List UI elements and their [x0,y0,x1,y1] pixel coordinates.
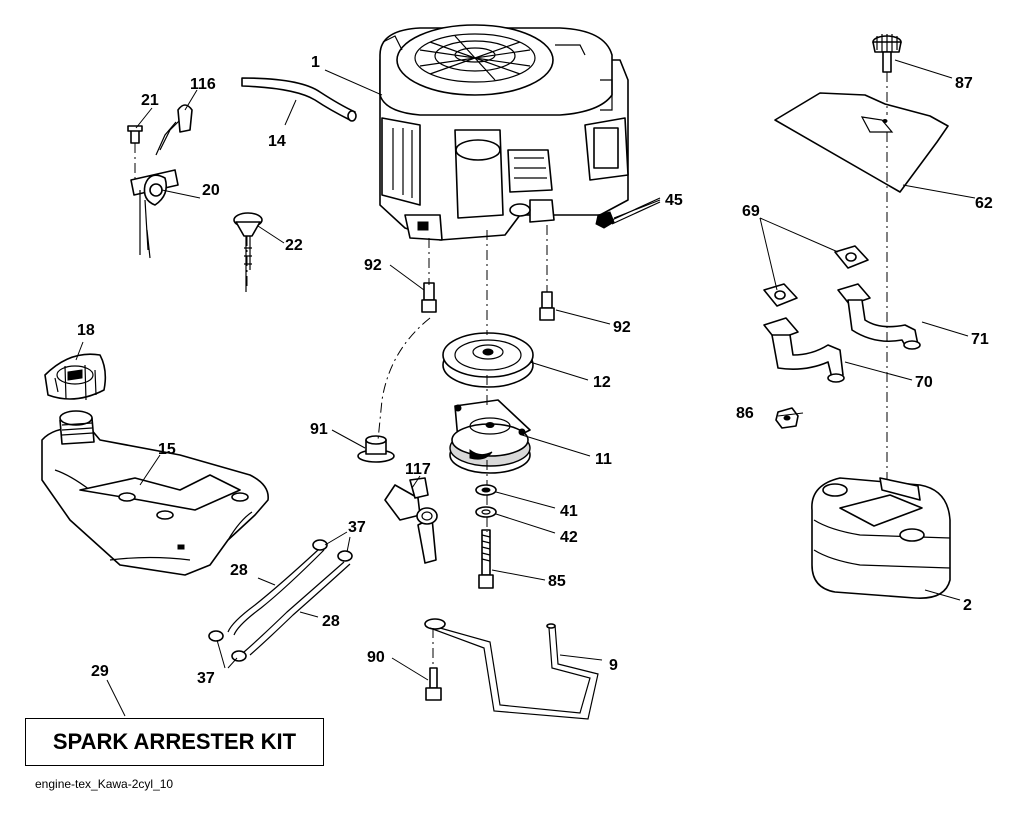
muffler [811,477,951,599]
callout-92-left: 92 [364,257,382,274]
callout-14: 14 [268,133,286,150]
washer-41 [475,484,497,496]
choke-knob [233,212,263,292]
callout-41: 41 [560,503,578,520]
fuel-hose-14 [241,77,357,122]
throttle-control [127,104,193,259]
pto-clutch [449,399,531,474]
pulley [442,332,534,388]
callout-70: 70 [915,374,933,391]
exhaust-pipe-70 [763,317,845,383]
callout-1: 1 [311,54,320,71]
callout-2: 2 [963,597,972,614]
callout-28-right: 28 [322,613,340,630]
callout-37-bottom: 37 [197,670,215,687]
callout-69: 69 [742,203,760,220]
callout-86: 86 [736,405,754,422]
fuel-valve [384,477,438,564]
engine-assembly [379,24,629,241]
callout-37-top: 37 [348,519,366,536]
bolt-85 [478,529,494,589]
callout-labels: 1 14 21 116 20 22 92 92 45 87 62 69 71 7… [77,54,993,687]
callout-116: 116 [190,76,216,93]
callout-90: 90 [367,649,385,666]
callout-11: 11 [595,451,612,468]
callout-20: 20 [202,182,220,199]
callout-92-right: 92 [613,319,631,336]
callout-117: 117 [405,461,431,478]
callout-87: 87 [955,75,973,92]
fuel-hose-28 [227,549,351,656]
callout-12: 12 [593,374,611,391]
bolt-90 [425,667,442,701]
bracket-9 [424,618,599,720]
callout-62: 62 [975,195,993,212]
callout-91: 91 [310,421,328,438]
bolt-92-right [539,291,555,321]
fitting-91 [357,435,395,463]
callout-85: 85 [548,573,566,590]
callout-18: 18 [77,322,95,339]
bolt-87 [872,34,902,73]
gaskets-69 [763,245,869,307]
callout-28-left: 28 [230,562,248,579]
leader-lines [75,59,976,717]
diagram-file-name: engine-tex_Kawa-2cyl_10 [35,777,174,791]
bolt-92-left [421,282,437,313]
callout-29: 29 [91,663,109,680]
callout-22: 22 [285,237,303,254]
fuel-cap [44,353,107,401]
bolt-45 [595,197,661,229]
exhaust-pipe-71 [837,283,921,350]
spark-arrester-kit-label: SPARK ARRESTER KIT [25,718,324,766]
alignment-lines [134,72,888,668]
callout-71: 71 [971,331,989,348]
clamps-37 [208,539,353,662]
nut-86 [775,407,799,429]
heat-shield [774,92,949,193]
callout-45: 45 [665,192,683,209]
callout-42: 42 [560,529,578,546]
washer-42 [475,506,497,518]
callout-9: 9 [609,657,618,674]
callout-21: 21 [141,92,159,109]
fuel-tank [41,410,269,576]
callout-15: 15 [158,441,176,458]
